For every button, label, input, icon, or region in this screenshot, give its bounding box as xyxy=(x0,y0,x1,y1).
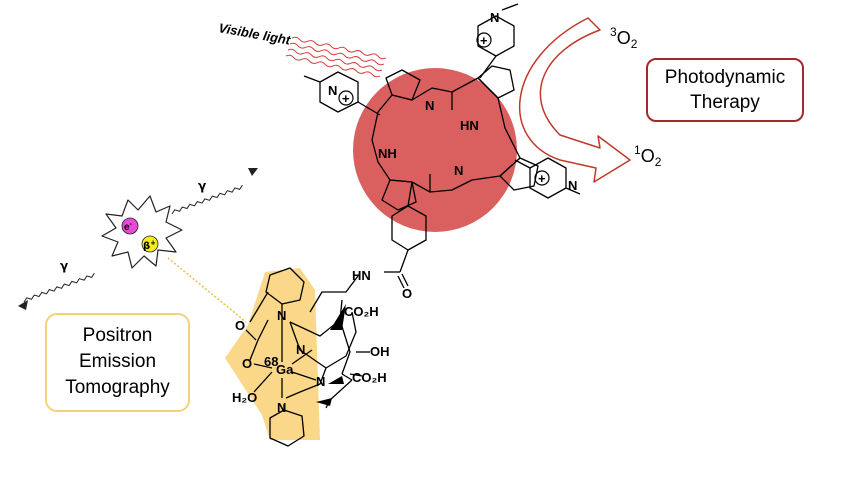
porphyrin-disc xyxy=(353,68,517,232)
atom-o-amide: O xyxy=(402,286,412,301)
pet-line-3: Tomography xyxy=(65,377,170,398)
atom-hn-amide: HN xyxy=(352,268,371,283)
atom-o-carbonyl: O xyxy=(235,318,245,333)
gamma-ray-bottom xyxy=(23,272,95,303)
pdt-line-1: Photodynamic xyxy=(664,67,786,88)
chelate-region xyxy=(225,268,320,440)
positron-emission-tomography-box: Positron Emission Tomography xyxy=(45,313,190,412)
atom-n-right-pyridinium: N xyxy=(568,178,577,193)
atom-ga-mass: 68 xyxy=(264,354,278,369)
wedge-bond-1 xyxy=(330,304,346,330)
oxygen-conversion-arrow xyxy=(518,17,631,183)
charge-plus-top: + xyxy=(480,33,488,48)
atom-n-left-pyridinium: N xyxy=(328,83,337,98)
cationic-charges xyxy=(338,32,550,186)
atom-co2h-1: CO₂H xyxy=(344,304,379,319)
gamma-label-bottom: γ xyxy=(60,259,68,273)
atom-n-ligand-mid: N xyxy=(296,342,305,357)
charge-plus-left: + xyxy=(342,91,350,106)
visible-light-label: Visible light xyxy=(217,20,292,47)
gamma-label-top: γ xyxy=(198,179,206,193)
gamma-ray-top xyxy=(171,184,243,215)
triplet-oxygen-label: 3O2 xyxy=(610,25,638,51)
atom-co2h-2: CO₂H xyxy=(352,370,387,385)
gamma-ray-top-arrowhead xyxy=(248,168,258,176)
charge-plus-right: + xyxy=(538,171,546,186)
gamma-ray-bottom-arrowhead xyxy=(18,300,28,310)
atom-oh: OH xyxy=(370,344,390,359)
annihilation-burst xyxy=(101,195,183,269)
atom-hn-porph: HN xyxy=(460,118,479,133)
pet-line-2: Emission xyxy=(78,351,157,372)
wedge-bond-2 xyxy=(328,376,344,384)
atom-n-top-pyridinium: N xyxy=(490,10,499,25)
electron-label: e- xyxy=(124,221,133,233)
atom-n-ligand-top: N xyxy=(277,308,286,323)
atom-ga: Ga xyxy=(276,362,294,377)
pdt-line-2: Therapy xyxy=(690,92,760,113)
positron-label: β+ xyxy=(143,239,156,252)
charge-plus-signs: + + + xyxy=(342,33,546,186)
atom-n-porph-top: N xyxy=(425,98,434,113)
pet-connector xyxy=(167,257,247,323)
electron-particle xyxy=(121,217,139,235)
pet-line-1: Positron xyxy=(82,325,153,346)
visible-light-waves xyxy=(285,36,387,78)
atom-o-carboxylate: O xyxy=(242,356,252,371)
photodynamic-therapy-box: Photodynamic Therapy xyxy=(646,58,804,122)
atom-n-ligand-bottom: N xyxy=(277,400,286,415)
wedge-bond-3 xyxy=(316,398,332,406)
atom-nh-porph: NH xyxy=(378,146,397,161)
atom-n-porph-bottom: N xyxy=(454,163,463,178)
atom-water: H₂O xyxy=(232,390,257,405)
positron-particle xyxy=(141,235,159,253)
atom-n-ligand-amine: N xyxy=(316,374,325,389)
singlet-oxygen-label: 1O2 xyxy=(634,143,662,169)
atom-labels: N N N N HN NH N HN O CO₂H OH CO₂H N N N … xyxy=(232,10,577,415)
